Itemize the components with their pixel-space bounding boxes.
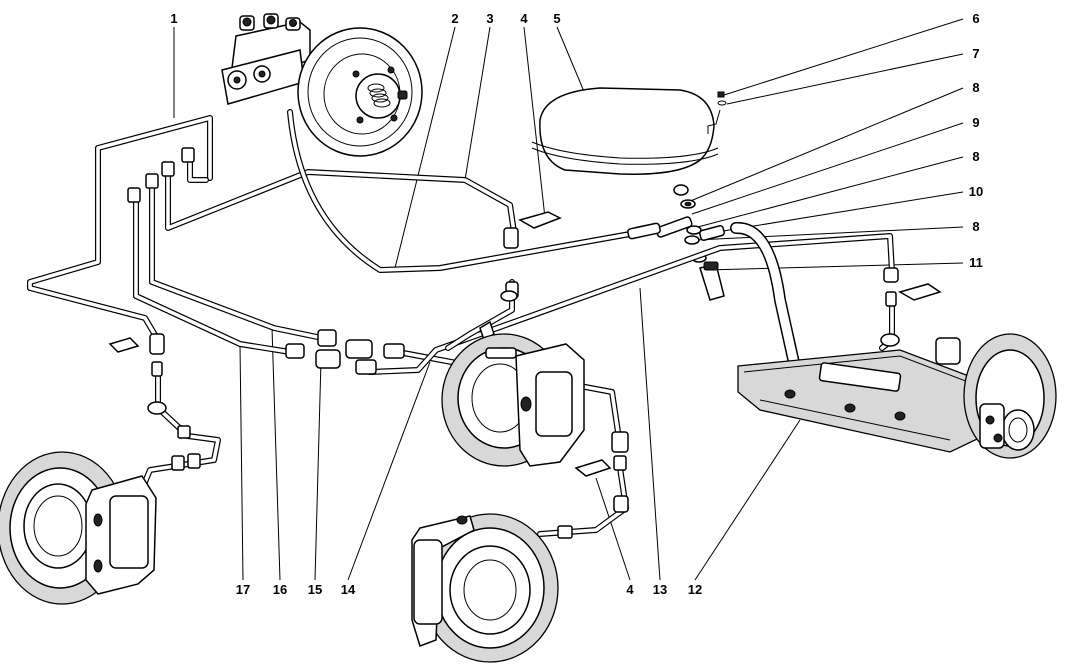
callout-14: 14 (341, 582, 356, 597)
callout-1: 1 (170, 11, 177, 26)
callout-3: 3 (486, 11, 493, 26)
brake-pipes (27, 109, 895, 537)
callout-8-lower: 8 (972, 219, 979, 234)
callout-11: 11 (969, 255, 983, 270)
right-front-disc-brake (411, 513, 559, 663)
left-front-disc-brake (0, 451, 157, 605)
callout-7: 7 (972, 46, 979, 61)
callout-16: 16 (273, 582, 287, 597)
callout-8-middle: 8 (972, 149, 979, 164)
master-cylinder-servo (221, 13, 423, 157)
pipe-unions (127, 147, 900, 539)
fittings-group (655, 199, 725, 301)
callout-2: 2 (451, 11, 458, 26)
callout-8-upper: 8 (972, 80, 979, 95)
callout-6: 6 (972, 11, 979, 26)
callout-4-bottom: 4 (626, 582, 634, 597)
callout-15: 15 (308, 582, 322, 597)
centre-disc-brake (441, 333, 585, 467)
callout-17: 17 (236, 582, 250, 597)
vacuum-tank (531, 87, 727, 196)
callout-13: 13 (653, 582, 667, 597)
leader-lines (173, 18, 964, 581)
callout-5: 5 (553, 11, 560, 26)
callout-labels: 1 2 3 4 5 6 7 8 9 8 10 8 11 17 16 15 14 … (170, 11, 983, 597)
callout-12: 12 (688, 582, 702, 597)
rear-axle-and-disc (737, 333, 1057, 459)
callout-9: 9 (972, 115, 979, 130)
callout-10: 10 (969, 184, 983, 199)
callout-4-top: 4 (520, 11, 528, 26)
servo-spring (367, 83, 391, 108)
